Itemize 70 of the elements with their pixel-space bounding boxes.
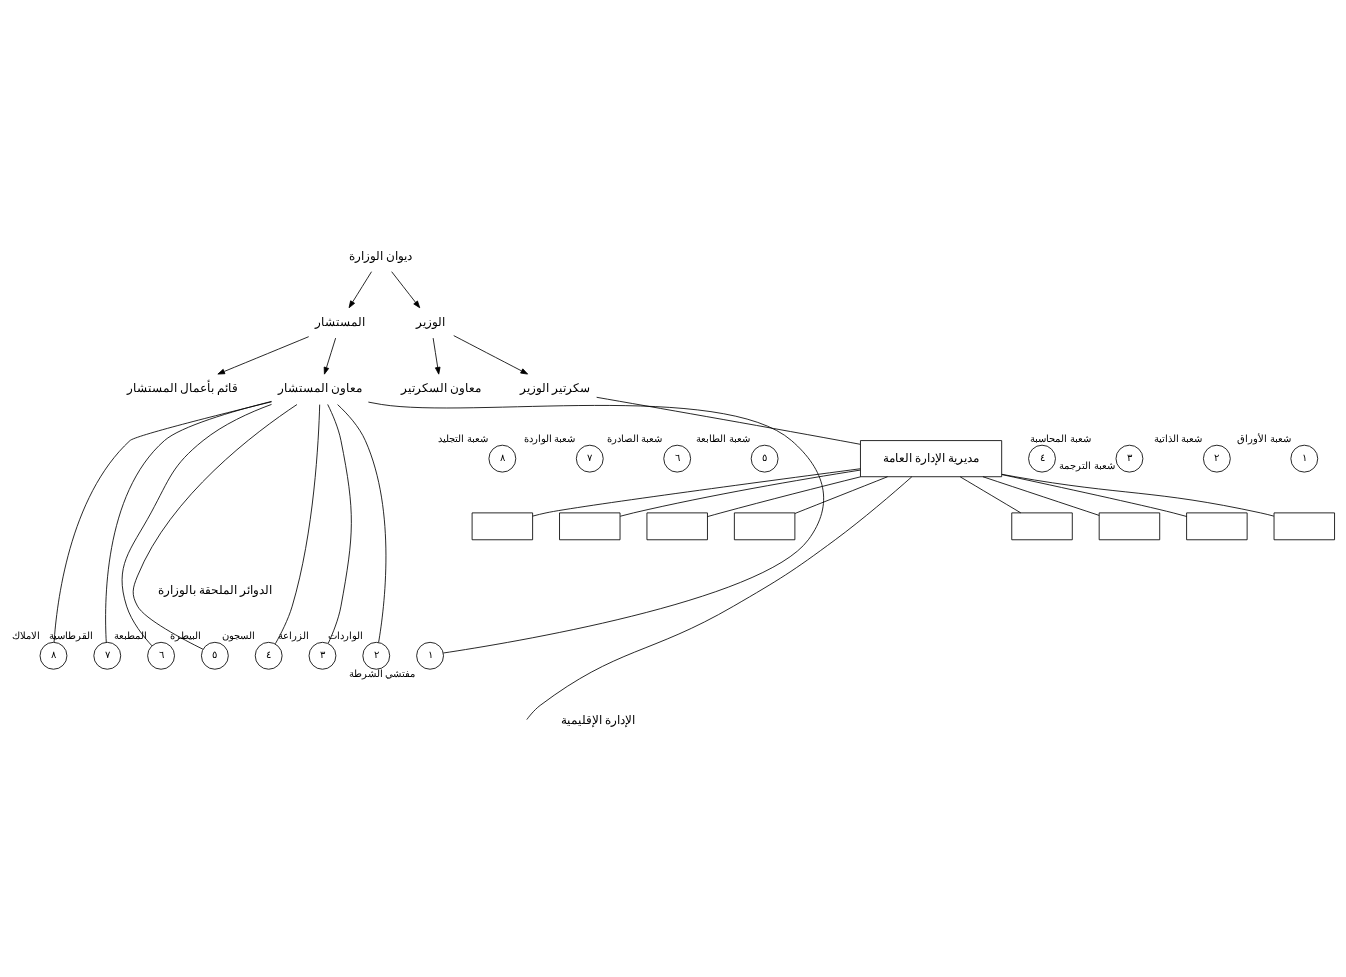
node-text: المستشار [315, 316, 366, 330]
node-circle: ٥ [201, 641, 229, 670]
node-box [471, 512, 534, 541]
node-label: شعبة الطابعة [696, 433, 750, 445]
node-circle: ١ [1290, 444, 1319, 473]
node-circle: ٢ [362, 641, 391, 670]
connector [53, 401, 272, 643]
node-text: سكرتير الوزير [520, 382, 591, 396]
node-circle: ٢ [1203, 444, 1231, 473]
node-circle: ٥ [750, 444, 779, 473]
node-box [559, 512, 621, 541]
node-circle: ٤ [1028, 444, 1056, 473]
node-box [1098, 512, 1161, 541]
node-box [733, 512, 796, 541]
connector [132, 404, 298, 650]
node-text: قائم بأعمال المستشار [127, 382, 239, 396]
node-label: المطبعة [114, 630, 148, 642]
node-label: شعبة الذاتية [1153, 433, 1203, 445]
connector [274, 404, 321, 645]
label: الإدارة الإقليمية [561, 713, 636, 727]
node-circle: ٧ [93, 641, 122, 670]
node-label: شعبة الواردة [523, 433, 576, 445]
connector [707, 476, 862, 518]
connector [1001, 474, 1188, 517]
label: الدوائر الملحقة بالوزارة [157, 584, 272, 598]
node-text: الوزير [416, 316, 446, 330]
node-label: الواردات [327, 630, 363, 642]
node-circle: ٧ [575, 444, 604, 473]
node-label: الاملاك [11, 630, 40, 642]
node-text: ديوان الوزارة [349, 249, 412, 263]
node-label: شعبة التجليد [438, 433, 488, 445]
node-box: مديرية الإدارة العامة [860, 440, 1003, 478]
node-label: شعبة المحاسبة [1030, 433, 1091, 445]
node-circle: ٣ [1115, 444, 1144, 473]
arrow [323, 337, 337, 375]
arrow [348, 271, 372, 309]
connector [367, 401, 824, 654]
node-circle: ٤ [254, 641, 283, 670]
node-circle: ٦ [147, 641, 175, 670]
node-box [646, 512, 708, 541]
connector [1001, 473, 1275, 517]
connector [619, 469, 861, 517]
connector [596, 396, 861, 445]
connector [794, 476, 888, 514]
connector [327, 404, 352, 644]
arrow [391, 271, 421, 309]
node-label: شعبة الأوراق [1237, 433, 1291, 445]
node-circle: ١ [416, 641, 444, 670]
node-circle: ٨ [39, 641, 68, 670]
node-box [1186, 512, 1248, 541]
node-box [1273, 512, 1335, 541]
connector [982, 476, 1100, 516]
node-text: معاون المستشار [277, 382, 362, 396]
arrow [432, 337, 441, 375]
node-text: معاون السكرتير [401, 382, 481, 396]
node-label: شعبة الترجمة [1059, 460, 1115, 472]
arrow [217, 336, 310, 375]
node-label: السجون [221, 630, 255, 642]
node-label: شعبة الصادرة [606, 433, 663, 445]
node-label: الزراعة [277, 630, 309, 642]
node-label: مفتشي الشرطة [348, 668, 416, 680]
arrow [453, 335, 529, 375]
node-box [1011, 512, 1073, 541]
node-circle: ٦ [663, 444, 692, 473]
node-circle: ٣ [308, 641, 337, 670]
connector [532, 468, 861, 517]
node-circle: ٨ [488, 444, 517, 473]
connector [526, 476, 913, 720]
connector [337, 404, 387, 643]
connector [959, 476, 1022, 514]
